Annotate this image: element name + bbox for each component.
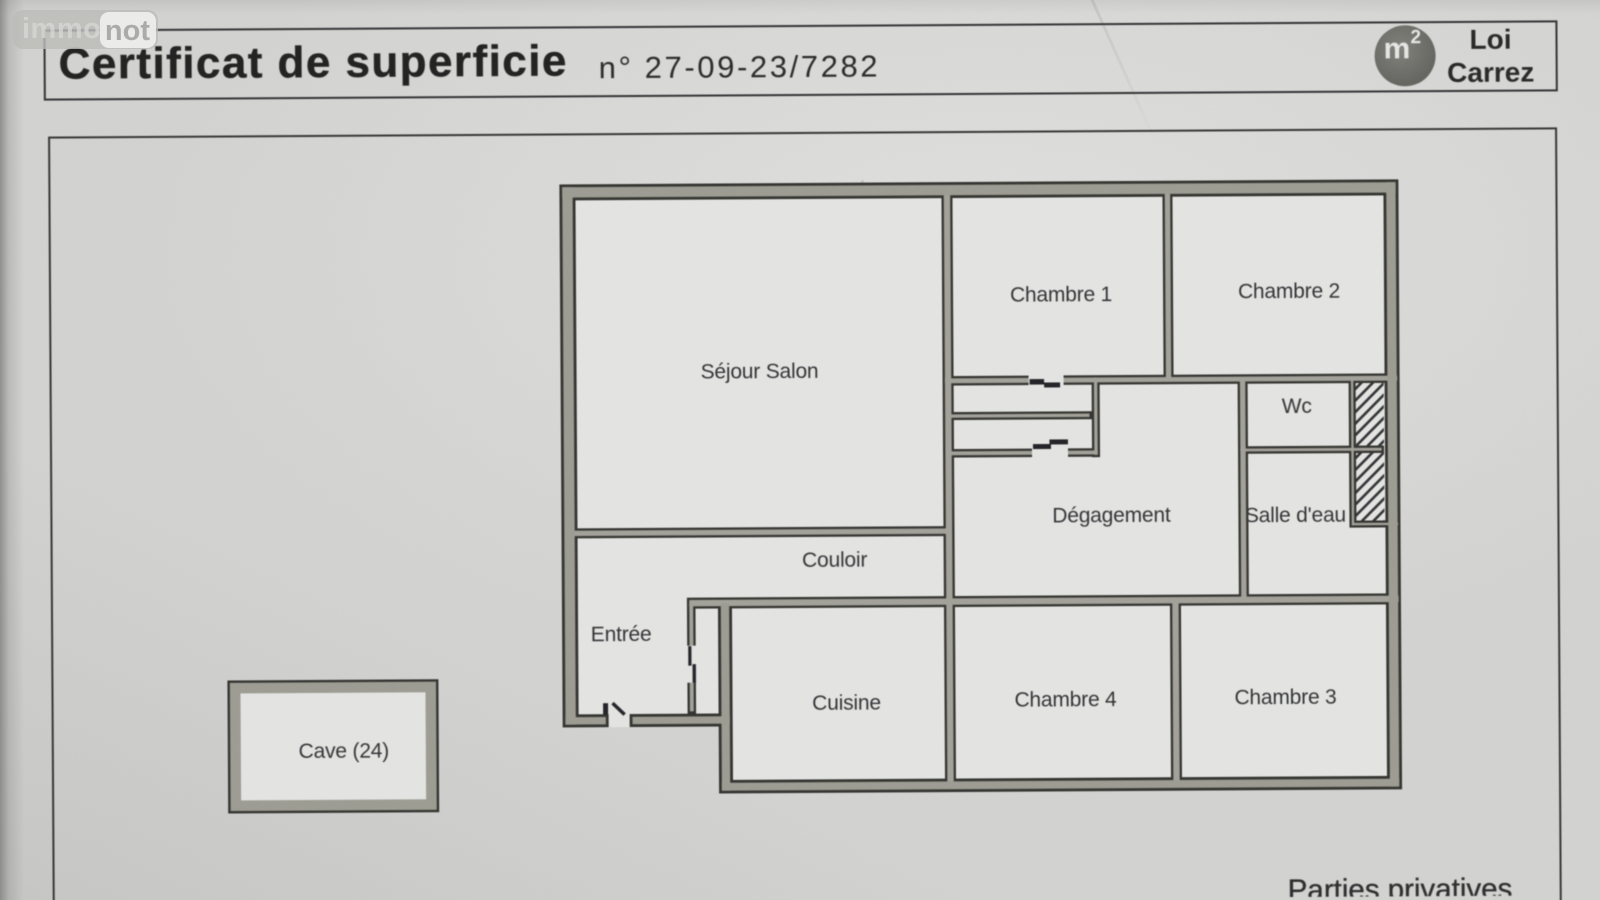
svg-text:Wc: Wc	[1282, 395, 1312, 418]
svg-text:Cave (24): Cave (24)	[299, 740, 390, 764]
svg-text:Chambre 1: Chambre 1	[1010, 283, 1112, 307]
svg-text:Chambre 4: Chambre 4	[1014, 688, 1117, 712]
svg-text:Dégagement: Dégagement	[1052, 504, 1171, 528]
svg-text:Chambre 3: Chambre 3	[1234, 686, 1336, 710]
svg-text:Cuisine: Cuisine	[812, 692, 881, 715]
svg-text:Salle d'eau: Salle d'eau	[1245, 504, 1346, 528]
svg-text:Entrée: Entrée	[591, 623, 652, 646]
svg-text:Couloir: Couloir	[802, 549, 867, 572]
svg-text:Chambre 2: Chambre 2	[1238, 280, 1340, 304]
svg-text:Séjour Salon: Séjour Salon	[701, 360, 819, 384]
